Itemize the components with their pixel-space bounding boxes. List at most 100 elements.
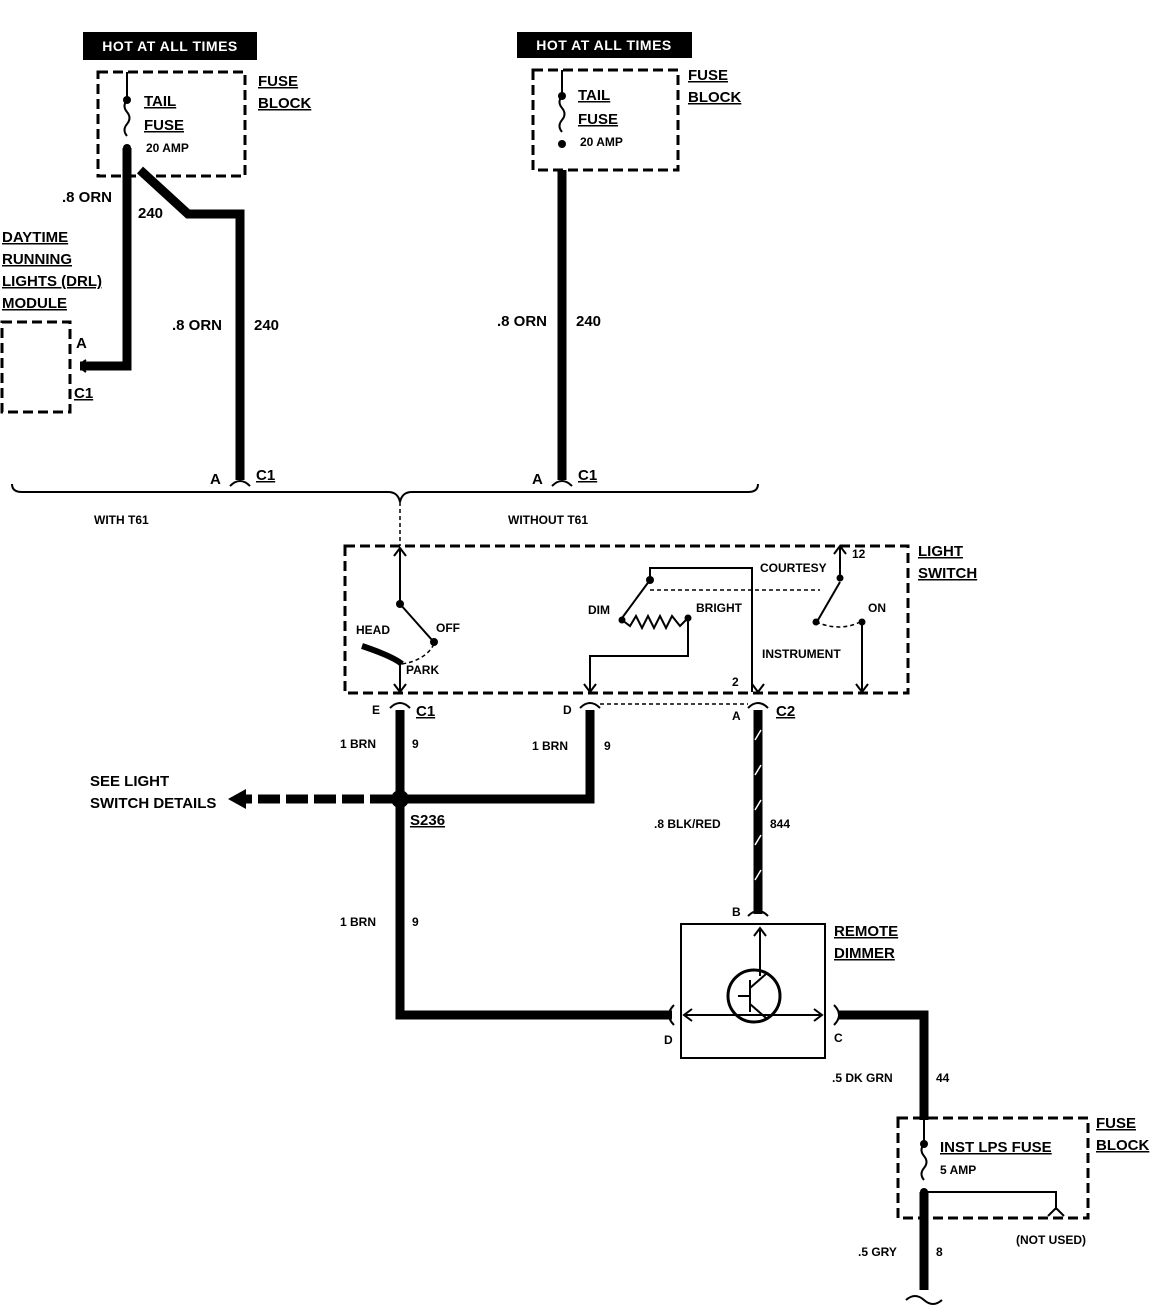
c2-a-connector-icon: [747, 702, 769, 709]
on-label: ON: [868, 601, 886, 615]
without-t61-label: WITHOUT T61: [508, 513, 588, 527]
fuse-terminal-right-bottom: [558, 140, 566, 148]
courtesy-contact: [836, 574, 844, 582]
head-label: HEAD: [356, 623, 390, 637]
dimmer-d-connector-icon: [668, 1004, 675, 1026]
remote-dimmer-label-1: REMOTE: [834, 923, 898, 940]
pin-d-label: D: [563, 703, 572, 717]
park-label: PARK: [406, 663, 439, 677]
tail-fuse-left-icon: [123, 99, 131, 137]
tail-fuse-right-label-1: TAIL: [578, 87, 610, 104]
off-label: OFF: [436, 621, 460, 635]
drl-label-2: RUNNING: [2, 251, 72, 268]
c1-left-label: C1: [256, 467, 275, 484]
tail-fuse-left-rating: 20 AMP: [146, 141, 189, 155]
pin-e-label: E: [372, 703, 380, 717]
drl-connector-icon: [80, 359, 87, 373]
circuit-9-label-1: 9: [412, 737, 419, 751]
c1-left-pin-a: A: [210, 471, 221, 488]
drl-label-3: LIGHTS (DRL): [2, 273, 102, 290]
c1-right-label: C1: [578, 467, 597, 484]
circuit-9-label-2: 9: [604, 739, 611, 753]
wire-blk-red-label: .8 BLK/RED: [654, 817, 721, 831]
tail-fuse-left-label-2: FUSE: [144, 117, 184, 134]
c1-d-connector-icon: [579, 702, 601, 709]
fuse-block-bottom-label-1: FUSE: [1096, 1115, 1136, 1132]
inst-fuse-rating: 5 AMP: [940, 1163, 976, 1177]
pin-d-dimmer-label: D: [664, 1033, 673, 1047]
hot-at-all-times-badge-right: [517, 32, 692, 58]
hot-at-all-times-badge-left: [83, 32, 257, 60]
circuit-240-label-2: 240: [254, 317, 279, 334]
c1-right-pin-a: A: [532, 471, 543, 488]
dim-contact: [618, 616, 626, 624]
fuse-block-left-label-1: FUSE: [258, 73, 298, 90]
head-contact-arc: [361, 643, 404, 667]
dimmer-b-arrow-icon: [753, 926, 767, 937]
inst-fuse-label: INST LPS FUSE: [940, 1139, 1052, 1156]
light-switch-housing: [343, 544, 910, 695]
c1-connector-left-icon: [229, 480, 251, 487]
dimmer-c-arrow-icon: [813, 1008, 824, 1022]
unused-lead: [924, 1191, 1057, 1210]
wire-gry-label: .5 GRY: [858, 1245, 897, 1259]
drl-conn-c1: C1: [74, 385, 93, 402]
on-dashed-link: [815, 621, 861, 628]
courtesy-switch-blade: [817, 581, 841, 621]
on-output-arrow-icon: [855, 683, 869, 694]
fuse-block-right-label-1: FUSE: [688, 67, 728, 84]
hot-at-all-times-left: HOT AT ALL TIMES: [102, 38, 238, 54]
wire-brn-label-1: 1 BRN: [340, 737, 376, 751]
with-t61-label: WITH T61: [94, 513, 149, 527]
wire-orn-label-1: .8 ORN: [62, 189, 112, 206]
transistor-collector: [749, 973, 767, 989]
wire-switch-feed-with-t61: [136, 166, 245, 480]
fuse-block-left: [96, 70, 247, 178]
pin-2-label: 2: [732, 675, 739, 689]
dimmer-wiper: [621, 579, 651, 619]
light-switch-label-2: SWITCH: [918, 565, 977, 582]
details-arrow-icon: [228, 789, 246, 809]
unused-terminal-icon: [1047, 1206, 1065, 1217]
transistor-icon: [726, 968, 782, 1024]
pin-12-label: 12: [852, 547, 866, 561]
fuse-block-right: [531, 68, 680, 172]
see-details-label-1: SEE LIGHT: [90, 773, 169, 790]
headlamp-switch-blade: [399, 603, 433, 641]
hot-at-all-times-right: HOT AT ALL TIMES: [536, 37, 672, 53]
c2-label: C2: [776, 703, 795, 720]
tail-fuse-right-rating: 20 AMP: [580, 135, 623, 149]
wire-dk-grn-label: .5 DK GRN: [832, 1071, 893, 1085]
tail-fuse-left-label-1: TAIL: [144, 93, 176, 110]
off-contact: [430, 638, 438, 646]
switch-output-d-arrow-icon: [583, 683, 597, 694]
tail-fuse-right-icon: [558, 95, 566, 133]
see-details-label-2: SWITCH DETAILS: [90, 795, 216, 812]
remote-dimmer-box: [680, 923, 826, 1059]
circuit-44-label: 44: [936, 1071, 950, 1085]
circuit-240-label-3: 240: [576, 313, 601, 330]
light-switch-label-1: LIGHT: [918, 543, 963, 560]
wire-orn-label-2: .8 ORN: [172, 317, 222, 334]
circuit-844-label: 844: [770, 817, 790, 831]
c1-connector-right-icon: [551, 480, 573, 487]
pin-b-label: B: [732, 905, 741, 919]
park-dashed-link: [401, 643, 435, 665]
dimmer-d-arrow-icon: [682, 1008, 693, 1022]
bright-to-d-lead: [589, 618, 689, 690]
drl-label-1: DAYTIME: [2, 229, 68, 246]
drl-label-4: MODULE: [2, 295, 67, 312]
tail-fuse-right-label-2: FUSE: [578, 111, 618, 128]
c1-bottom-label: C1: [416, 703, 435, 720]
circuit-8-label: 8: [936, 1245, 943, 1259]
wire-continues-icon: [905, 1295, 943, 1305]
rheostat-icon: [621, 613, 689, 631]
bright-label: BRIGHT: [696, 601, 743, 615]
wire-orn-label-3: .8 ORN: [497, 313, 547, 330]
switch-output-a-arrow-icon: [751, 683, 765, 694]
fuse-block-bottom: [896, 1116, 1090, 1220]
pin-a-c2-label: A: [732, 709, 741, 723]
courtesy-label: COURTESY: [760, 561, 827, 575]
fuse-block-right-label-2: BLOCK: [688, 89, 741, 106]
